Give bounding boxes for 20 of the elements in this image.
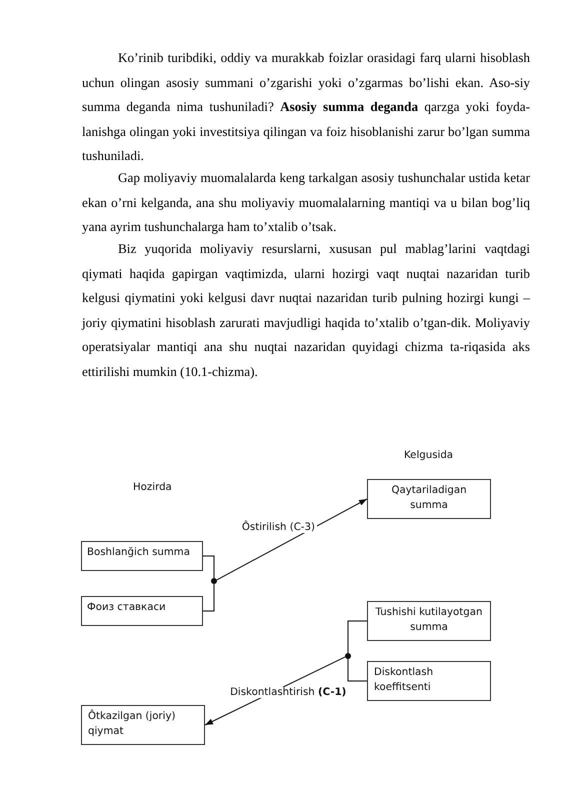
text-box: Diskontlash koeffitsenti bbox=[367, 661, 491, 701]
body-paragraph: Biz yuqorida moliyaviy resurslarni, xususan pul mablag’larini vaqtdagi qiymati haqida gapirgan vaqtimizda, ularni hozirgi vaqt nuqtai nazaridan turib kelgusi qiymatini yoki kelgusi davr nuqtai nazaridan turib pulning hozirgi kungi – joriy qiymatini hisoblash zarurati mavjudligi haqida to’xtalib o’tgan-dik. Moliyaviy operatsiyalar mantiqi ana shu nuqtai nazaridan quyidagi chizma ta-riqasida aks ettirilishi mumkin (10.1-chizma). bbox=[82, 240, 530, 381]
text-box: Фоиз ставкаси bbox=[81, 596, 203, 626]
edge-label: Diskontlashtirish (C-1) bbox=[228, 686, 348, 698]
text-box: Qaytariladigan summa bbox=[367, 479, 491, 519]
connector-line bbox=[202, 556, 214, 578]
text-box: Tushishi kutilayotgan summa bbox=[367, 601, 491, 641]
body-paragraph: Ko’rinib turibdiki, oddiy va murakkab foizlar orasidagi farq ularni hisoblash uchun olingan asosiy summani o’zgarishi yoki o’zgarmas bo’lishi ekan. Aso-siy summa deganda nima tushuniladi? Asosiy summa deganda qarzga yoki foyda-lanishga olingan yoki investitsiya qilingan va foiz hisoblanishi zarur bo’lgan summa tushuniladi. bbox=[82, 49, 530, 165]
edge-label: Ôstirilish (C-3) bbox=[240, 522, 317, 534]
column-heading: Kelgusida bbox=[404, 450, 454, 461]
text-box: Ôtkazilgan (joriy) qiymat bbox=[81, 705, 205, 745]
body-paragraph: Gap moliyaviy muomalalarda keng tarkalgan asosiy tushunchalar ustida ketar ekan o’rni kelganda, ana shu moliyaviy muomalalarning mantiqi va u bilan bog’liq yana ayrim tushunchalarga ham to’xtalib o’tsak. bbox=[82, 169, 530, 236]
text-box: Boshlanğich summa bbox=[81, 541, 203, 571]
column-heading: Hozirda bbox=[133, 482, 172, 493]
junction-dot bbox=[345, 653, 351, 659]
junction-dot bbox=[211, 578, 217, 584]
connector-line bbox=[348, 620, 368, 654]
connector-line bbox=[202, 584, 214, 612]
arrow bbox=[216, 498, 368, 580]
connector-line bbox=[348, 658, 368, 682]
